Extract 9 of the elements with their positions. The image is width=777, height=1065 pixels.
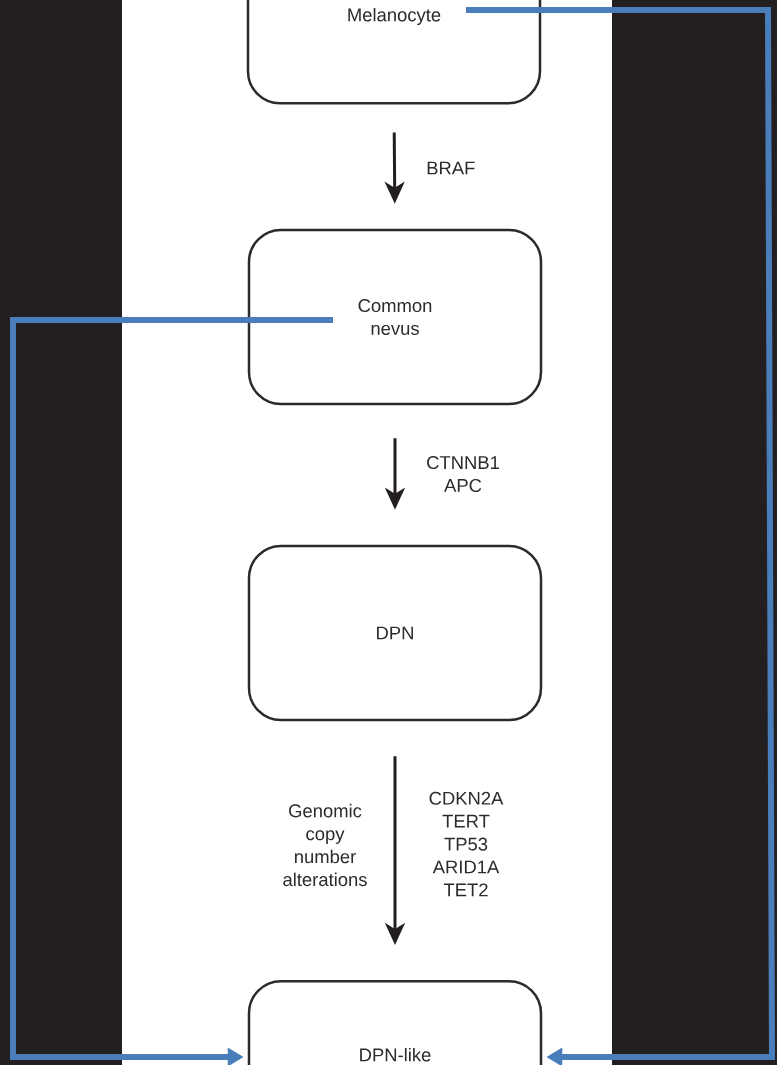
process-box: DPN-like	[247, 980, 543, 1065]
arrow	[10, 317, 333, 1065]
process-box: Common nevus	[247, 228, 543, 406]
edge-label: CTNNB1 APC	[419, 455, 507, 493]
annotation-text: Genomic copy number alterations	[283, 803, 367, 887]
arrow	[466, 7, 775, 1065]
process-box: Melanocyte	[246, 0, 542, 105]
process-box: DPN	[247, 544, 543, 722]
edge-label: CDKN2A TERT TP53 ARID1A TET2	[422, 790, 510, 898]
